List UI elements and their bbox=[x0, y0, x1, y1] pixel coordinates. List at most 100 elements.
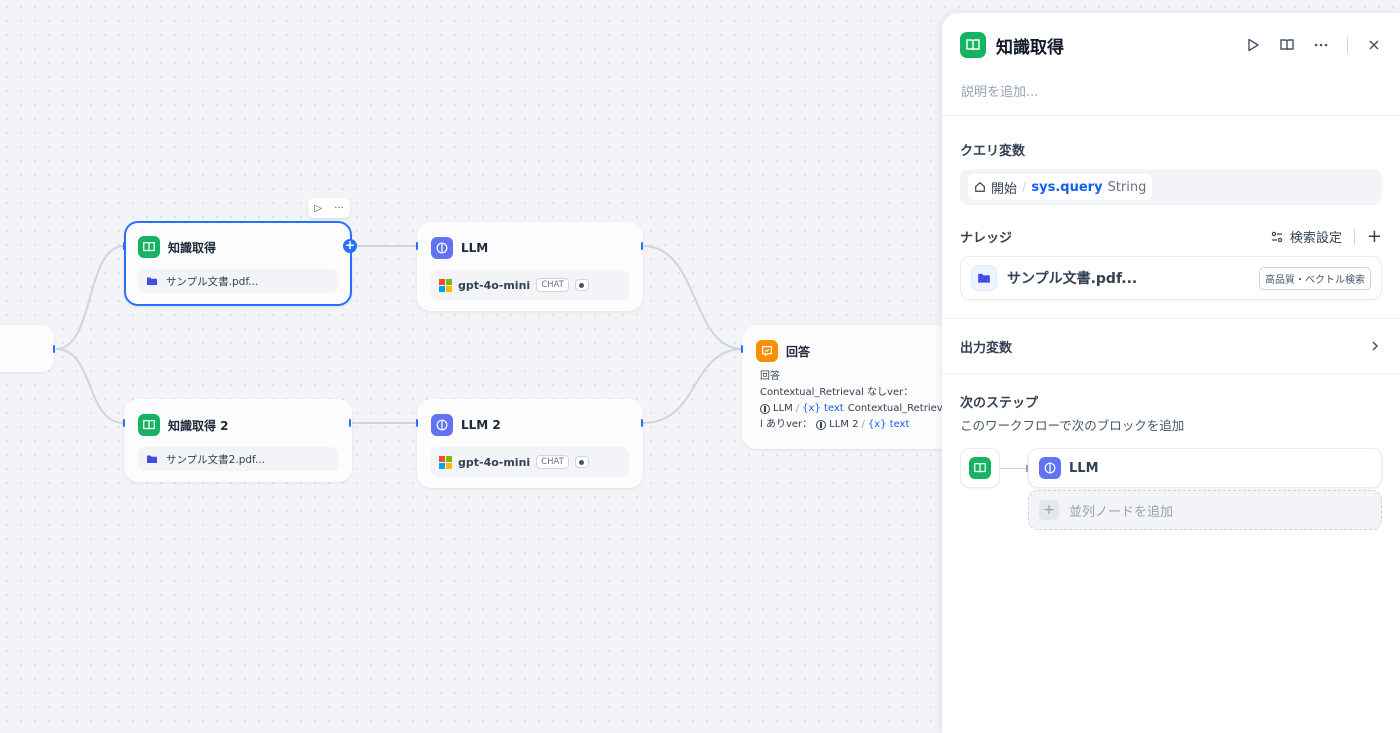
brain-icon bbox=[816, 420, 827, 430]
node-settings-panel: 知識取得 説明を追加... クエリ変数 開始 / sys.query Strin… bbox=[942, 13, 1400, 733]
divider bbox=[1353, 228, 1355, 245]
add-parallel-label: 並列ノードを追加 bbox=[1069, 504, 1174, 520]
model-name: gpt-4o-mini bbox=[458, 455, 531, 469]
answer-template: 回答 Contextual_Retrieval なしver： LLM / {x}… bbox=[744, 363, 960, 433]
edge-start-knowledge1 bbox=[55, 245, 125, 350]
answer-label: 回答 bbox=[760, 371, 780, 382]
variable-name: sys.query bbox=[1031, 179, 1103, 195]
answer-text: Contextual_Retrieval bbox=[847, 403, 952, 414]
llm1-in-handle[interactable] bbox=[416, 242, 418, 250]
knowledge2-out-handle[interactable] bbox=[349, 419, 351, 427]
search-settings-label: 検索設定 bbox=[1289, 231, 1342, 246]
edge-llm2-answer bbox=[642, 348, 744, 424]
edge-start-knowledge2 bbox=[55, 348, 125, 424]
brain-icon bbox=[431, 237, 453, 259]
start-node[interactable] bbox=[0, 325, 54, 372]
variable-source: LLM 2 bbox=[829, 419, 859, 430]
answer-line-2: LLM / {x} text Contextual_Retrieval bbox=[760, 401, 952, 417]
llm1-out-handle[interactable] bbox=[641, 242, 643, 250]
variable-name: {x} text bbox=[867, 419, 910, 430]
node-title: LLM 2 bbox=[461, 418, 501, 432]
query-variable-section: クエリ変数 開始 / sys.query String bbox=[942, 116, 1400, 205]
output-variables-section[interactable]: 出力変数 bbox=[942, 319, 1400, 373]
section-subtitle: このワークフローで次のブロックを追加 bbox=[960, 418, 1185, 433]
connector-line bbox=[1000, 465, 1028, 472]
close-icon[interactable] bbox=[1366, 37, 1382, 53]
llm-node-1[interactable]: LLM gpt-4o-mini CHAT bbox=[417, 222, 643, 311]
brain-icon bbox=[431, 414, 453, 436]
model-mode-tag: CHAT bbox=[536, 278, 569, 292]
home-icon bbox=[975, 181, 985, 192]
folder-icon bbox=[146, 453, 158, 465]
divider bbox=[1347, 37, 1348, 53]
vision-icon bbox=[574, 279, 589, 291]
llm-node-2[interactable]: LLM 2 gpt-4o-mini CHAT bbox=[417, 399, 643, 488]
plus-icon: + bbox=[1039, 500, 1059, 520]
llm2-out-handle[interactable] bbox=[641, 419, 643, 427]
llm2-in-handle[interactable] bbox=[416, 419, 418, 427]
edge-llm1-answer bbox=[642, 245, 744, 350]
description-input[interactable]: 説明を追加... bbox=[961, 85, 1039, 100]
model-mode-tag: CHAT bbox=[536, 455, 569, 469]
variable-source: 開始 bbox=[991, 181, 1018, 197]
chevron-right-icon bbox=[1368, 339, 1382, 353]
next-step-section: 次のステップ このワークフローで次のブロックを追加 LLM + 並列ノードを追加 bbox=[942, 374, 1400, 530]
knowledge-file-name: サンプル文書.pdf... bbox=[166, 275, 259, 288]
variable-type: String bbox=[1107, 179, 1147, 195]
current-node-icon bbox=[960, 448, 1000, 488]
divider bbox=[942, 373, 1400, 374]
divider bbox=[942, 115, 1400, 116]
node-title: LLM bbox=[461, 241, 489, 255]
run-node-icon[interactable]: ▷ bbox=[314, 202, 322, 214]
knowledge-file-name: サンプル文書2.pdf... bbox=[166, 453, 265, 466]
folder-icon bbox=[971, 265, 997, 291]
node-title: 知識取得 2 bbox=[168, 418, 229, 433]
section-title: 次のステップ bbox=[960, 396, 1039, 411]
folder-icon bbox=[146, 275, 158, 287]
panel-header: 知識取得 bbox=[942, 13, 1400, 77]
add-next-node-button[interactable]: + bbox=[343, 238, 357, 253]
book-icon bbox=[138, 414, 160, 436]
knowledge-file-chip: サンプル文書.pdf... bbox=[138, 269, 338, 293]
answer-line-1: Contextual_Retrieval なしver： bbox=[760, 387, 914, 398]
variable-chip: LLM / {x} text bbox=[760, 401, 844, 417]
reply-icon bbox=[756, 340, 778, 362]
knowledge-item[interactable]: サンプル文書.pdf... 高品質・ベクトル検索 bbox=[960, 256, 1382, 300]
book-icon bbox=[969, 457, 991, 479]
vision-icon bbox=[574, 456, 589, 468]
add-parallel-node-button[interactable]: + 並列ノードを追加 bbox=[1028, 490, 1382, 530]
knowledge-section: ナレッジ 検索設定 + サンプル文書.pdf... 高品質・ベクトル検索 bbox=[942, 205, 1400, 318]
panel-title[interactable]: 知識取得 bbox=[996, 37, 1064, 58]
microsoft-logo bbox=[439, 455, 452, 469]
knowledge-node-1[interactable]: 知識取得 サンプル文書.pdf... bbox=[124, 221, 352, 306]
variable-chip: LLM 2 / {x} text bbox=[816, 417, 909, 433]
start-node-out-handle[interactable] bbox=[53, 345, 55, 353]
node-toolbar: ▷ ··· bbox=[308, 198, 350, 218]
book-icon bbox=[138, 236, 160, 258]
next-node-name: LLM bbox=[1069, 460, 1099, 476]
knowledge1-in-handle[interactable] bbox=[123, 242, 125, 250]
answer-in-handle[interactable] bbox=[741, 345, 743, 353]
retrieval-mode-badge: 高品質・ベクトル検索 bbox=[1259, 266, 1371, 290]
query-variable-selector[interactable]: 開始 / sys.query String bbox=[960, 169, 1382, 205]
divider bbox=[942, 318, 1400, 319]
model-chip: gpt-4o-mini CHAT bbox=[431, 270, 629, 300]
model-name: gpt-4o-mini bbox=[458, 278, 531, 292]
microsoft-logo bbox=[439, 278, 452, 292]
knowledge-node-2[interactable]: 知識取得 2 サンプル文書2.pdf... bbox=[124, 399, 352, 482]
workflow-canvas[interactable]: ▷ ··· 知識取得 サンプル文書.pdf... + 知識取得 2 サンプル文書… bbox=[0, 0, 962, 733]
more-icon[interactable] bbox=[1313, 37, 1329, 53]
run-icon[interactable] bbox=[1245, 37, 1261, 53]
add-knowledge-button[interactable]: + bbox=[1366, 225, 1382, 247]
help-book-icon[interactable] bbox=[1279, 37, 1295, 53]
panel-actions bbox=[1245, 37, 1382, 53]
answer-node[interactable]: 回答 回答 Contextual_Retrieval なしver： LLM / … bbox=[742, 325, 962, 449]
knowledge-item-name: サンプル文書.pdf... bbox=[1007, 271, 1138, 287]
more-icon[interactable]: ··· bbox=[334, 202, 344, 214]
section-title: ナレッジ bbox=[960, 231, 1013, 246]
knowledge2-in-handle[interactable] bbox=[123, 419, 125, 427]
search-settings-button[interactable]: 検索設定 bbox=[1270, 227, 1342, 246]
variable-chip: 開始 / sys.query String bbox=[968, 174, 1153, 200]
next-node-item[interactable]: LLM bbox=[1028, 448, 1382, 488]
model-chip: gpt-4o-mini CHAT bbox=[431, 447, 629, 477]
